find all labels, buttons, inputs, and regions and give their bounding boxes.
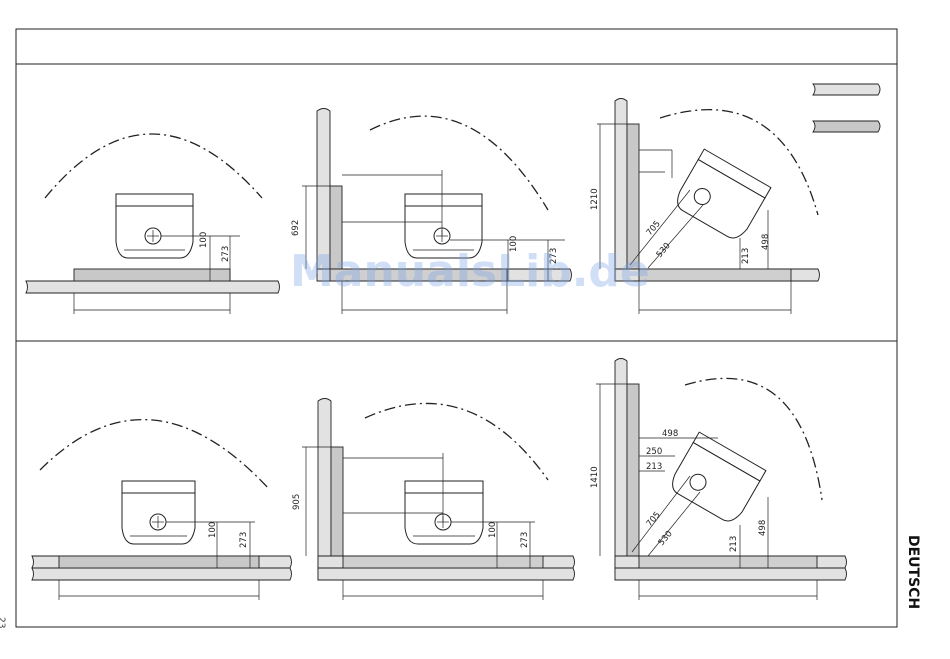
dim-diag2: 530 [657, 529, 675, 548]
dim-b: 273 [221, 246, 231, 262]
dim-wall: 692 [291, 220, 301, 236]
floor-plate [639, 556, 817, 568]
wall [318, 399, 331, 581]
dim-wall: 1210 [590, 188, 600, 210]
floor-lower [615, 568, 847, 580]
panel-6: 498 250 213 1410 705 530 213 498 [590, 359, 847, 601]
legend-swatch-combustible [813, 84, 880, 95]
dim-top: 498 [662, 429, 678, 439]
dim-diag1: 705 [645, 219, 663, 238]
dim-a: 100 [208, 522, 218, 538]
dim-wall: 1410 [590, 466, 600, 488]
watermark: ManualsLib.de [290, 246, 650, 297]
panel-4: 100 273 [32, 420, 292, 600]
wall [615, 359, 627, 581]
floor-lower [318, 568, 575, 580]
dim-h2: 498 [758, 520, 768, 536]
floor-plate [639, 269, 791, 281]
floor-plate [74, 269, 230, 281]
clearance-arc [365, 403, 548, 480]
panel-1: 100 273 [26, 134, 280, 314]
wall [317, 109, 330, 270]
clearance-arc [40, 420, 270, 490]
stove [667, 432, 766, 526]
stove [405, 481, 483, 544]
dim-a: 100 [199, 232, 209, 248]
legend [813, 84, 880, 132]
floor-lower [32, 568, 292, 580]
floor [26, 281, 280, 293]
dim-h1: 213 [729, 536, 739, 552]
dim-h2: 498 [761, 234, 771, 250]
panel-5: 905 100 273 [292, 399, 575, 601]
language-label: DEUTSCH [897, 535, 921, 585]
floor-plate [343, 556, 543, 568]
floor-plate [59, 556, 259, 568]
dim-b: 273 [239, 532, 249, 548]
dim-b: 273 [520, 532, 530, 548]
dim-s2: 213 [646, 462, 662, 472]
stove [122, 481, 195, 544]
clearance-arc [45, 134, 262, 198]
dim-s1: 250 [646, 447, 662, 457]
dim-h1: 213 [741, 248, 751, 264]
dim-wall: 905 [292, 494, 302, 510]
stove [672, 149, 771, 243]
wall-plate [627, 384, 639, 556]
wall-plate [331, 447, 343, 568]
legend-swatch-non-combustible [813, 121, 880, 132]
dim-diag1: 705 [645, 510, 663, 529]
stove [116, 194, 193, 258]
page-number: 23 [0, 617, 6, 628]
dim-a: 100 [488, 522, 498, 538]
